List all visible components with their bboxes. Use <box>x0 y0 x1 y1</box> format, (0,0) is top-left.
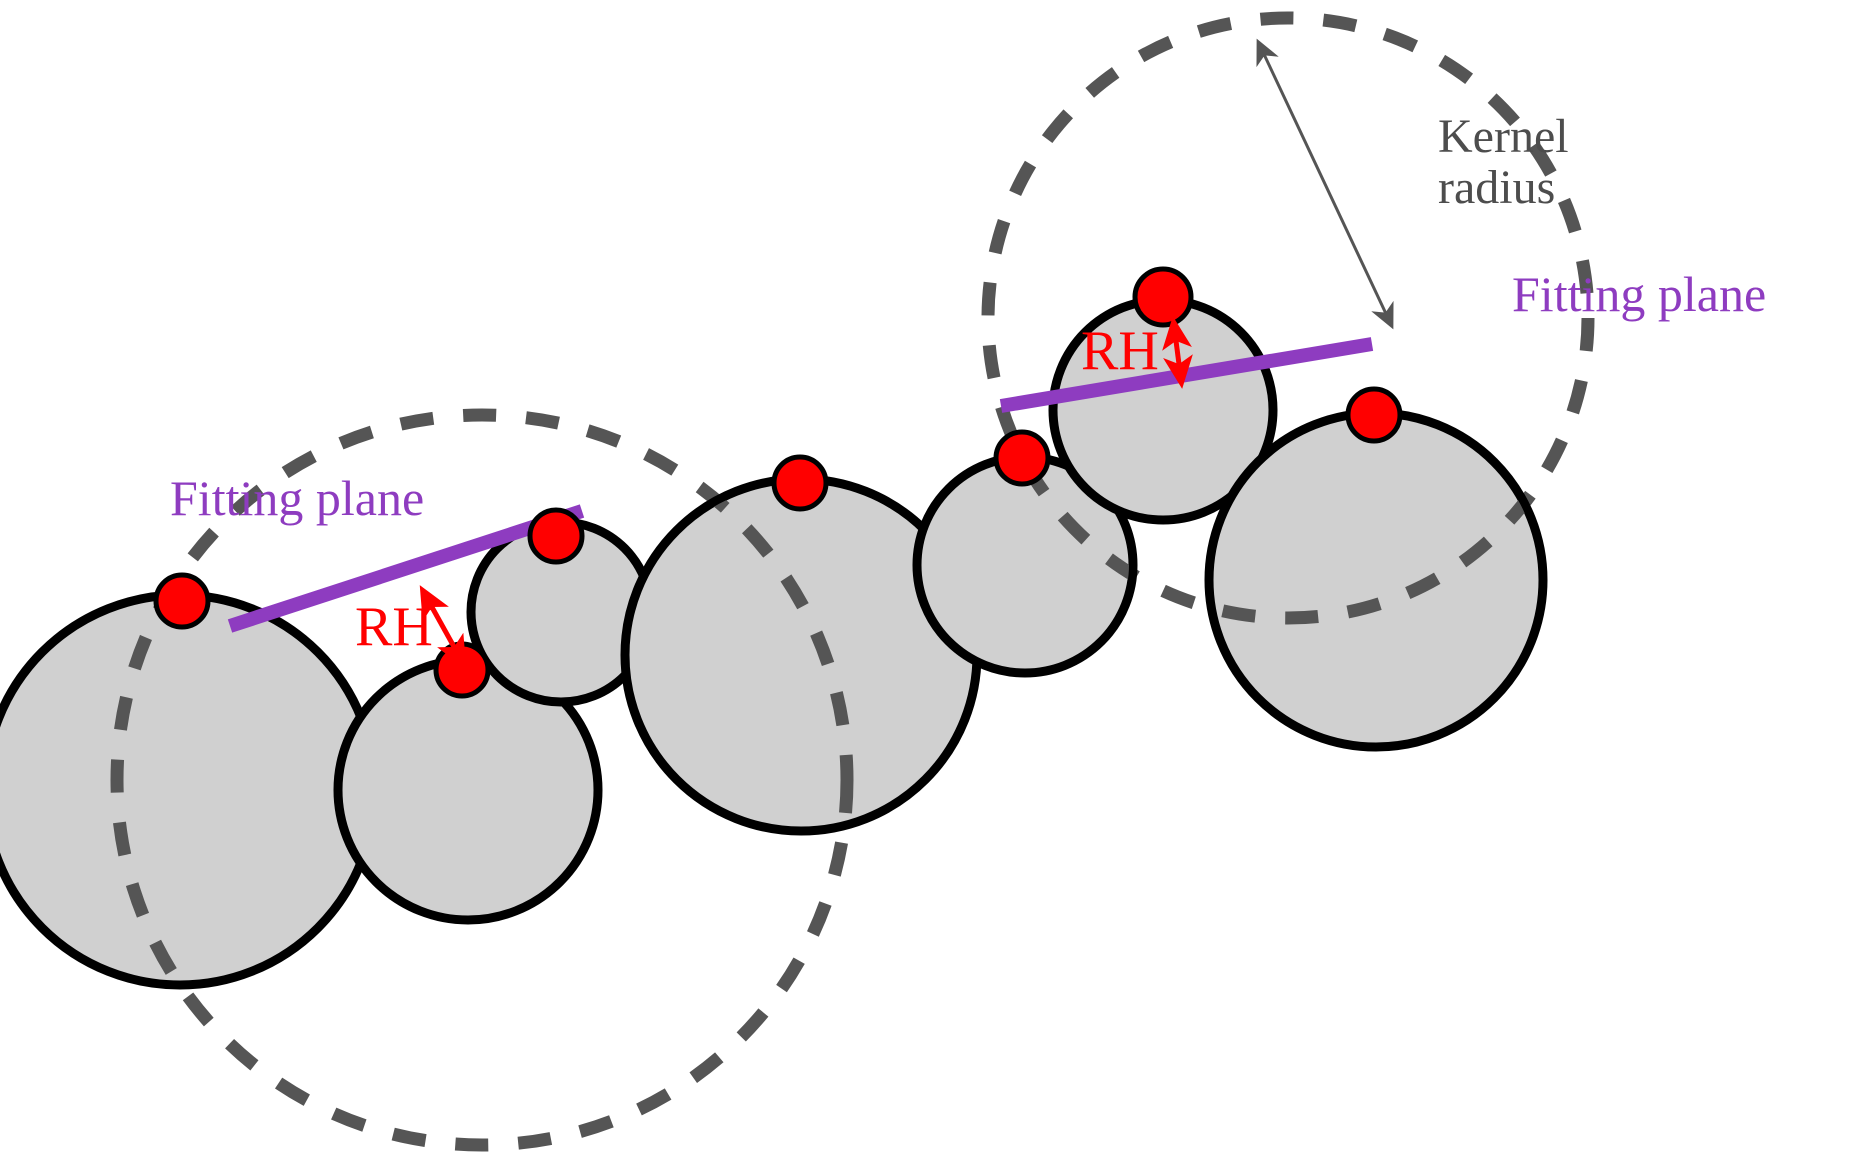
fitting-plane-label-left: Fitting plane <box>170 470 425 526</box>
kernel-radius-leader-group <box>1256 38 1394 330</box>
sphere-7 <box>1204 408 1548 752</box>
kernel-radius-leader-line <box>1256 38 1394 330</box>
sphere-1 <box>0 590 380 990</box>
seed-point-5 <box>993 429 1051 487</box>
seed-point-7 <box>1345 386 1403 444</box>
rh-label-right: RH <box>1081 320 1159 382</box>
rh-label-left: RH <box>355 596 433 658</box>
seed-point-3 <box>527 507 585 565</box>
kernel-radius-label: Kernel radius <box>1438 110 1569 214</box>
seed-point-1 <box>153 572 211 630</box>
seed-point-6 <box>1132 266 1194 328</box>
rh-arrow-right <box>1162 316 1193 389</box>
fitting-plane-line-left <box>227 504 585 633</box>
seed-point-4 <box>771 454 829 512</box>
sphere-group <box>0 295 1548 990</box>
seed-point-group <box>153 266 1403 699</box>
fitting-plane-label-right: Fitting plane <box>1512 266 1767 322</box>
kernel-radius-label-line2: radius <box>1438 160 1556 214</box>
rh-arrow-group <box>419 316 1193 669</box>
rh-arrow-left <box>419 585 467 669</box>
kernel-circle-right-overlay <box>981 304 1539 625</box>
kernel-radius-label-line1: Kernel <box>1438 110 1569 163</box>
seed-point-2 <box>433 641 491 699</box>
